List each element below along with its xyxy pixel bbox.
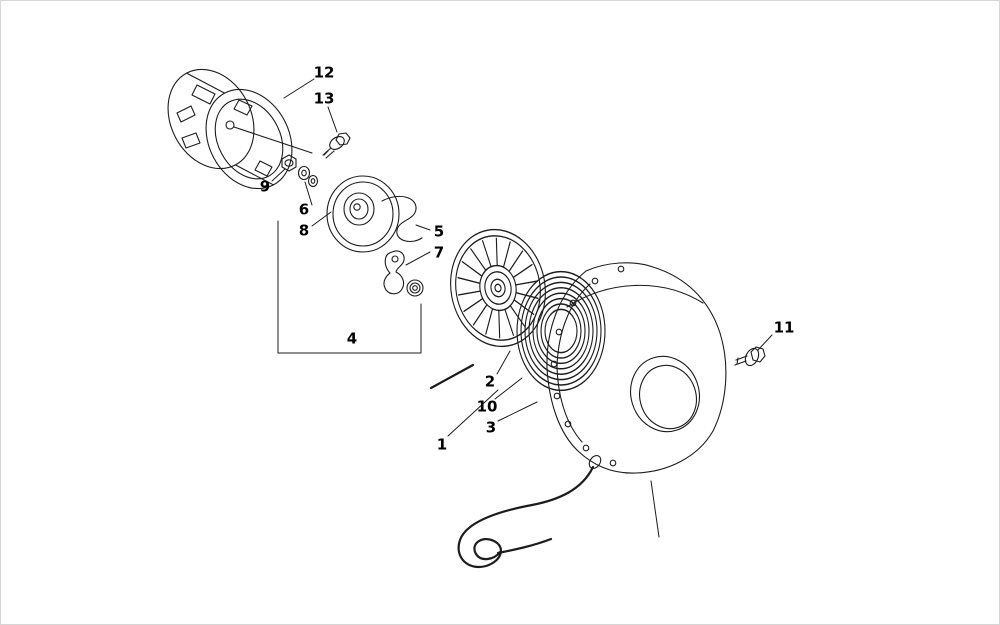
starter-pulley-drawing	[326, 175, 400, 253]
leader-9	[271, 168, 286, 182]
leader-1	[447, 389, 499, 437]
hex-nut-drawing	[281, 154, 297, 172]
recoil-housing-drawing	[546, 262, 727, 474]
part-label-2: 2	[484, 372, 496, 391]
leader-rope	[650, 480, 660, 538]
starter-pawl-drawing	[383, 250, 405, 295]
leader-5	[415, 224, 431, 231]
leader-bracket-4	[277, 220, 422, 354]
washers-drawing	[297, 165, 319, 188]
leader-12	[283, 78, 315, 99]
part-label-11: 11	[773, 318, 795, 337]
leader-3	[497, 401, 538, 422]
starter-rope-drawing	[429, 363, 595, 569]
part-label-13: 13	[313, 89, 335, 108]
friction-spring-drawing	[381, 195, 423, 242]
recoil-spring-drawing	[516, 270, 606, 392]
part-label-4: 4	[346, 329, 358, 348]
part-label-1: 1	[436, 435, 448, 454]
flange-bolt-11-drawing	[734, 346, 766, 367]
leader-10	[494, 377, 523, 400]
part-label-5: 5	[433, 222, 445, 241]
part-label-12: 12	[313, 63, 335, 82]
part-label-10: 10	[476, 397, 498, 416]
leader-13	[327, 106, 338, 133]
rope-reel-drawing	[450, 228, 546, 348]
axle-line	[233, 126, 313, 154]
pawl-spring-drawing	[406, 279, 424, 297]
part-label-9: 9	[259, 177, 271, 196]
leader-11	[757, 334, 773, 351]
leader-2	[496, 350, 511, 375]
rope-guide-boss	[588, 455, 602, 469]
part-label-8: 8	[298, 221, 310, 240]
rope-end-drawing	[429, 363, 475, 390]
part-label-7: 7	[433, 243, 445, 262]
starter-cage-drawing	[167, 68, 313, 190]
leader-6	[304, 181, 313, 206]
leader-lines	[271, 78, 773, 538]
part-label-3: 3	[485, 418, 497, 437]
leader-8	[311, 211, 332, 227]
part-label-6: 6	[298, 200, 310, 219]
leader-7	[405, 251, 431, 266]
flange-bolt-13-drawing	[322, 132, 351, 159]
